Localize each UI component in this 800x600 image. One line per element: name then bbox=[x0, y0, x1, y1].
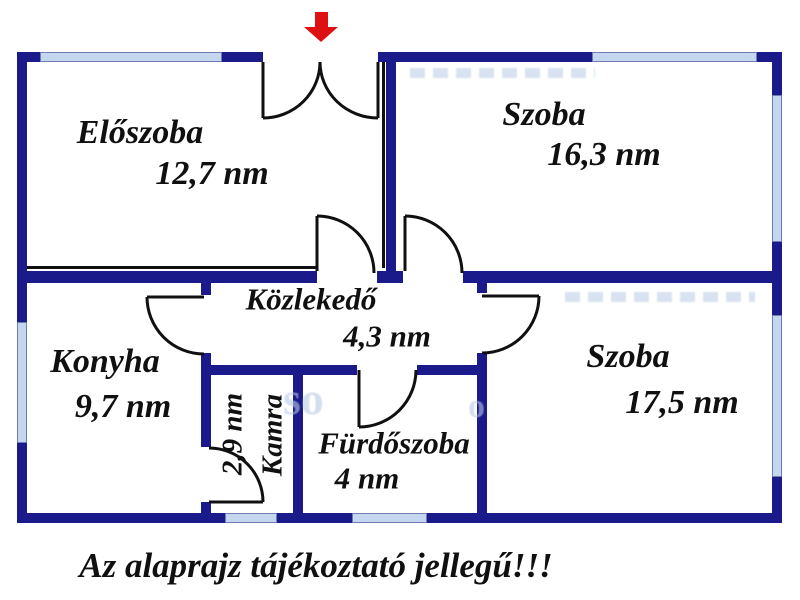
door-furdoszoba bbox=[357, 369, 418, 429]
window-szoba-top bbox=[592, 52, 757, 62]
wall-bottom bbox=[17, 513, 225, 523]
room-area-kozlekedo: 4,3 nm bbox=[343, 318, 431, 354]
window-konyha-left bbox=[17, 322, 27, 443]
wall-kozlekedo-bottom bbox=[201, 365, 357, 375]
wall-right bbox=[772, 52, 782, 95]
wall-mid-horizontal bbox=[17, 271, 317, 283]
room-area-kamra: 2,9 nm bbox=[216, 392, 249, 476]
entrance-arrow-head bbox=[304, 27, 338, 42]
wall-bottom bbox=[427, 513, 782, 523]
wall-konyha-kozlekedo bbox=[201, 353, 211, 447]
wall-kozlekedo-bottom bbox=[417, 365, 487, 375]
watermark bbox=[410, 68, 595, 78]
wall-right bbox=[772, 477, 782, 523]
wall-kamra-furdoszoba bbox=[293, 365, 303, 523]
watermark bbox=[565, 292, 755, 302]
window-furdoszoba-bottom bbox=[352, 513, 427, 523]
wall-bottom bbox=[277, 513, 352, 523]
room-area-szoba-also: 17,5 nm bbox=[625, 384, 739, 421]
wall-left bbox=[17, 52, 27, 322]
door-szoba-felso bbox=[403, 214, 464, 274]
room-area-konyha: 9,7 nm bbox=[74, 388, 172, 425]
wall-top bbox=[17, 52, 40, 62]
door-eloszoba bbox=[315, 214, 376, 274]
wall-konyha-kamra bbox=[201, 502, 211, 523]
disclaimer-text: Az alaprajz tájékoztató jellegű!!! bbox=[79, 546, 553, 585]
room-name-kozlekedo: Közlekedő bbox=[245, 281, 377, 317]
watermark: so bbox=[283, 373, 324, 424]
room-name-eloszoba: Előszoba bbox=[76, 114, 204, 151]
wall-mid-horizontal bbox=[463, 271, 782, 283]
wall-kozlekedo-szoba bbox=[477, 353, 487, 523]
door-szoba-also bbox=[481, 294, 541, 355]
wall-left bbox=[17, 443, 27, 523]
room-name-kamra: Kamra bbox=[256, 393, 289, 477]
entrance-arrow-shaft bbox=[315, 12, 328, 27]
wall-top bbox=[222, 52, 263, 62]
room-name-konyha: Konyha bbox=[50, 343, 160, 380]
window-szoba-felso-right bbox=[772, 95, 782, 242]
room-area-eloszoba: 12,7 nm bbox=[155, 155, 269, 192]
room-area-szoba-felso: 16,3 nm bbox=[547, 136, 661, 173]
wall-top bbox=[378, 52, 592, 62]
window-szoba-also-right bbox=[772, 315, 782, 477]
wall-eloszoba-szoba bbox=[386, 62, 396, 282]
window-kamra-bottom bbox=[225, 513, 277, 523]
eloszoba-outline-right bbox=[382, 62, 385, 268]
wall-kozlekedo-szoba bbox=[477, 271, 487, 293]
entrance-double-door bbox=[261, 61, 380, 120]
room-name-szoba-also: Szoba bbox=[586, 338, 670, 375]
eloszoba-outline-bottom bbox=[27, 266, 317, 269]
room-area-furdoszoba: 4 nm bbox=[334, 460, 400, 496]
wall-top bbox=[757, 52, 782, 62]
wall-konyha-kozlekedo bbox=[201, 271, 211, 295]
window-eloszoba-top bbox=[40, 52, 222, 62]
room-name-szoba-felso: Szoba bbox=[502, 96, 586, 133]
room-name-furdoszoba: Fürdőszoba bbox=[318, 425, 470, 461]
